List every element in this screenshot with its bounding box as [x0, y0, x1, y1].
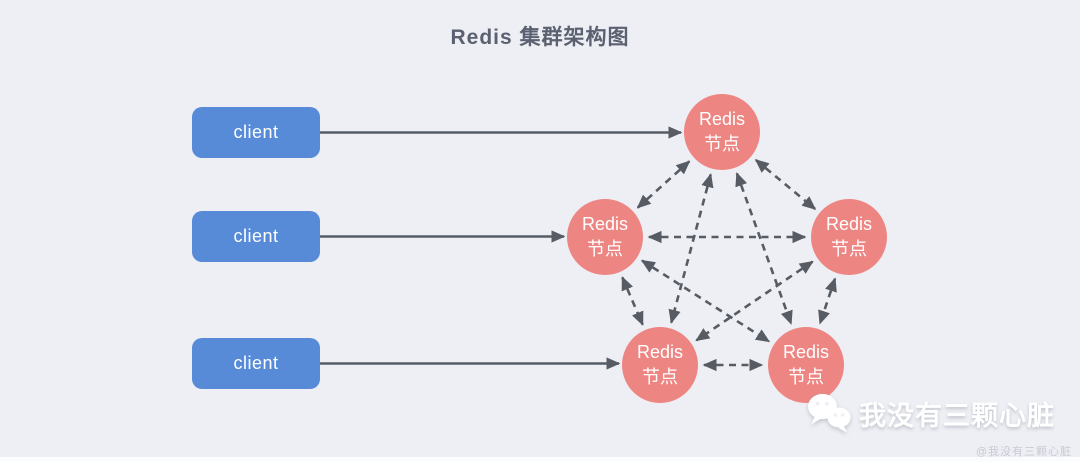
node-label-line1: Redis — [581, 214, 629, 234]
node-label-line1: Redis — [636, 342, 684, 362]
wechat-icon — [808, 393, 851, 433]
client-box-3: client — [192, 338, 320, 389]
redis-node-middle-left: Redis 节点 — [567, 199, 643, 275]
redis-node-bottom-right: Redis 节点 — [768, 327, 844, 403]
node-label-line1: Redis — [825, 214, 873, 234]
node-label-line1: Redis — [698, 109, 746, 129]
node-mesh-link — [621, 276, 644, 326]
node-label-line2: 节点 — [704, 134, 740, 154]
node-mesh-link — [668, 173, 714, 324]
node-mesh-link — [636, 160, 691, 209]
diagram-title: Redis 集群架构图 — [450, 26, 630, 49]
node-label-line2: 节点 — [642, 367, 678, 387]
node-label-line2: 节点 — [587, 239, 623, 259]
node-label-line2: 节点 — [788, 367, 824, 387]
node-mesh-link — [735, 172, 793, 325]
watermark: 我没有三颗心脏 — [806, 392, 1055, 434]
node-label-line2: 节点 — [831, 239, 867, 259]
redis-node-middle-right: Redis 节点 — [811, 199, 887, 275]
node-mesh-link — [754, 159, 817, 210]
watermark-credit: @我没有三颗心脏 — [975, 446, 1072, 458]
node-mesh-link — [818, 277, 837, 325]
client-box-2: client — [192, 211, 320, 262]
redis-node-top: Redis 节点 — [684, 94, 760, 170]
node-label-line1: Redis — [782, 342, 830, 362]
redis-node-bottom-left: Redis 节点 — [622, 327, 698, 403]
watermark-text: 我没有三颗心脏 — [859, 400, 1055, 431]
bottom-strip — [0, 457, 1080, 462]
client-box-1: client — [192, 107, 320, 158]
